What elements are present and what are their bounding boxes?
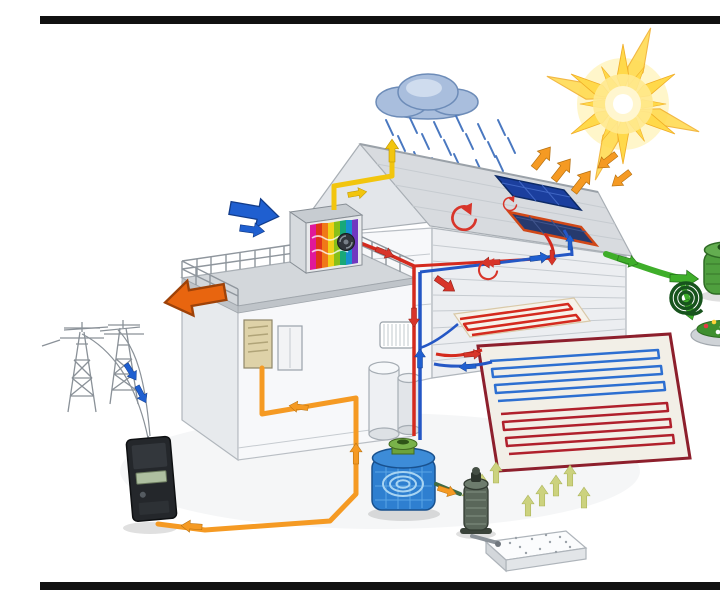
heat-pump-unit — [228, 194, 362, 273]
hot-water-tank — [369, 362, 399, 440]
outside-air-arrow — [228, 194, 282, 231]
meter-display — [136, 471, 167, 485]
fan-icon — [338, 234, 355, 251]
radiator — [380, 322, 414, 348]
electric-meter-icon — [123, 436, 177, 534]
energy-diagram-canvas — [40, 16, 720, 590]
power-pylons-icon — [42, 320, 151, 438]
sun-icon — [544, 25, 702, 183]
energy-diagram-figure — [40, 16, 720, 590]
power-lines — [42, 327, 150, 438]
buffer-tank — [398, 374, 420, 435]
flower-bed — [691, 320, 720, 346]
rainwater-barrel — [700, 242, 720, 302]
